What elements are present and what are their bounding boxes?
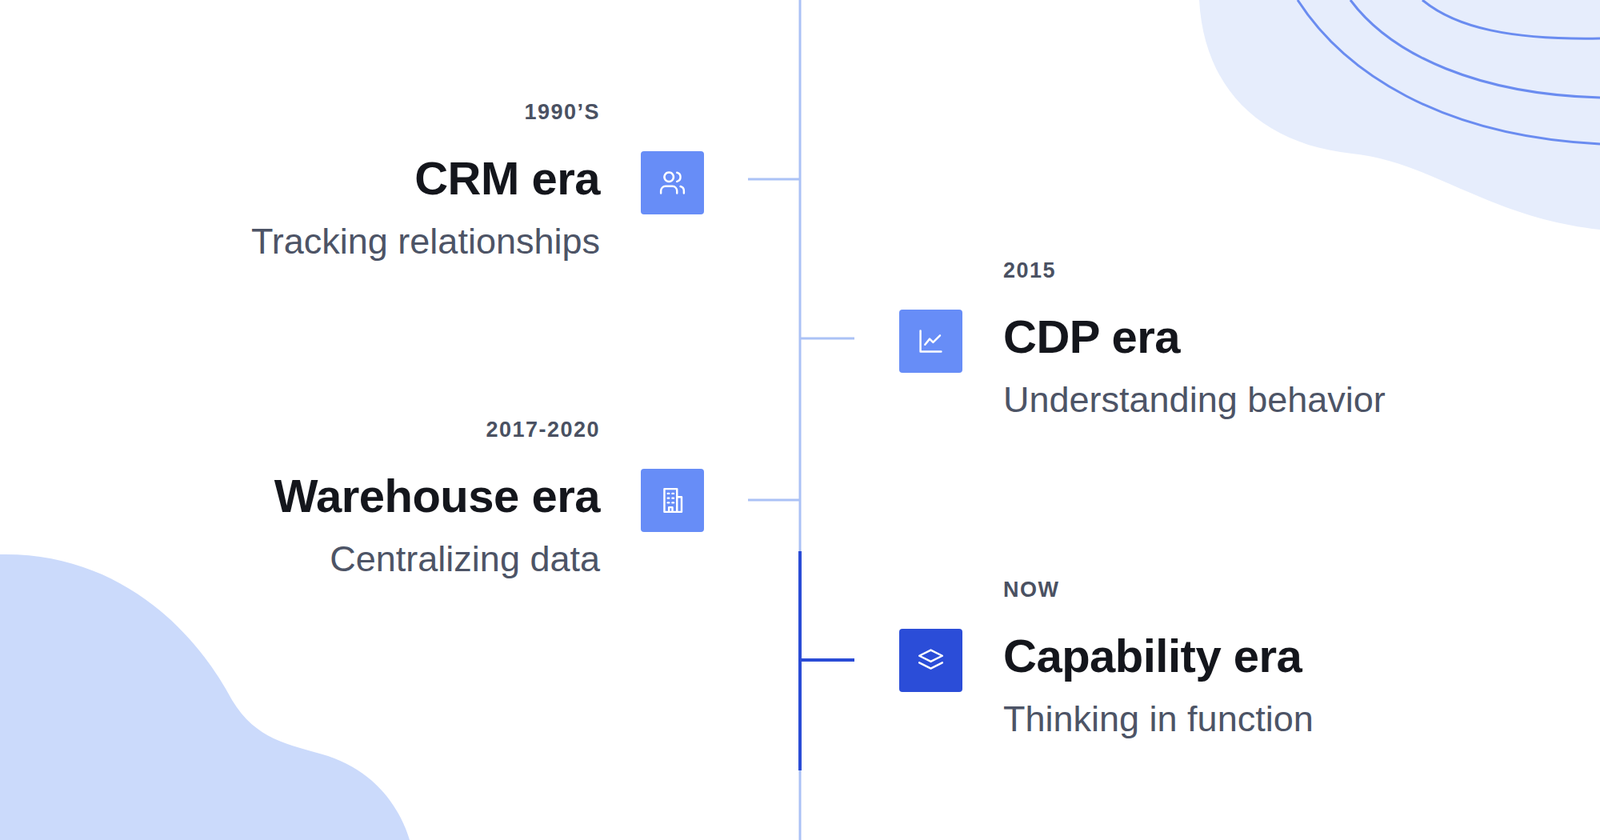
icon-stroke [676,496,682,512]
icon-stroke [672,496,674,499]
icon-stroke [664,172,673,182]
icon-glyph [640,151,704,215]
era-year: 2017-2020 [274,416,600,443]
icon-stroke [672,501,674,504]
timeline-tick [800,658,855,662]
era-text: 2017-2020Warehouse eraCentralizing data [274,416,600,583]
era-title: CRM era [251,149,600,208]
timeline-axis [799,0,802,840]
era-year: 2015 [1003,257,1386,284]
era-text: NOW Capability eraThinking in function [1003,576,1314,743]
timeline-tick [748,499,800,502]
contour-line [1350,0,1600,98]
era-title: CDP era [1003,308,1386,366]
era-description: Understanding behavior [1003,376,1386,424]
icon-stroke [664,488,677,512]
icon-stroke [924,335,940,344]
timeline-tick [748,178,800,181]
icon-stroke [668,492,669,495]
bottom-left-blob [0,554,410,840]
icon-stroke [919,650,943,662]
timeline-era: 2015CDP eraUnderstanding behavior [899,257,1600,530]
timeline-tick [800,337,855,340]
era-text: 2015CDP eraUnderstanding behavior [1003,257,1386,424]
era-icon [899,628,963,692]
icon-stroke [672,492,674,495]
era-year: 1990’S [251,99,600,125]
icon-stroke [919,662,943,668]
era-icon [640,151,704,215]
era-icon [899,309,963,373]
icon-stroke [668,496,669,499]
timeline-era: 2017-2020Warehouse eraCentralizing data [0,416,704,689]
era-year: NOW [1003,576,1314,603]
icon-stroke [668,501,669,504]
era-description: Tracking relationships [251,218,600,265]
icon-glyph [640,468,704,532]
icon-stroke [676,172,680,182]
era-icon [640,468,704,532]
era-text: 1990’S CRM eraTracking relationships [251,99,600,265]
icon-glyph [899,309,963,373]
era-description: Thinking in function [1003,696,1314,743]
timeline-era: NOW Capability eraThinking in function [899,576,1600,840]
top-right-blob [1199,0,1600,230]
contour-line [1422,0,1600,39]
icon-stroke [660,186,677,194]
era-title: Warehouse era [274,467,600,525]
icon-stroke [680,186,684,193]
era-description: Centralizing data [274,536,600,583]
icon-glyph [899,628,963,692]
icon-stroke [668,507,672,512]
icon-stroke [920,331,942,352]
era-title: Capability era [1003,627,1314,685]
contour-line [1297,0,1600,144]
timeline-era: 1990’S CRM eraTracking relationships [0,99,704,372]
